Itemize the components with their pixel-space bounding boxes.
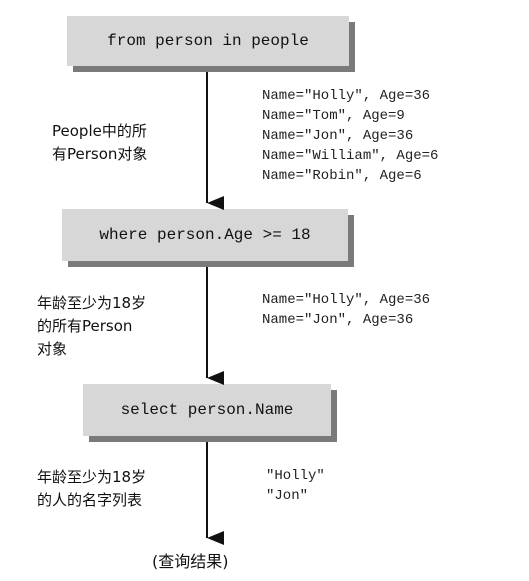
from-clause-text: from person in people [107,32,309,50]
annotation-line: 对象 [37,340,68,358]
annotation-line: 的人的名字列表 [37,491,143,509]
data-item: Name="William", Age=6 [262,148,439,164]
annotation-adult-names: 年龄至少为18岁 的人的名字列表 [37,466,146,512]
annotation-line: 年龄至少为18岁 [37,294,147,312]
data-item: Name="Holly", Age=36 [262,88,431,104]
data-item: Name="Jon", Age=36 [262,312,414,328]
annotation-line: 的所有Person [37,317,133,335]
data-item: Name="Robin", Age=6 [262,168,422,184]
select-clause-text: select person.Name [120,401,294,419]
annotation-adults: 年龄至少为18岁 的所有Person 对象 [37,292,146,361]
where-clause-text: where person.Age >= 18 [99,226,311,244]
annotation-line: 年龄至少为18岁 [37,468,147,486]
annotation-all-people: People中的所 有Person对象 [52,120,147,166]
where-clause-box: where person.Age >= 18 [62,209,348,261]
data-item: Name="Tom", Age=9 [262,108,405,124]
annotation-line: 有Person对象 [52,145,148,163]
data-list-adults: Name="Holly", Age=36 Name="Jon", Age=36 [262,290,430,330]
data-list-adult-names: "Holly" "Jon" [266,466,325,506]
from-clause-box: from person in people [67,16,349,66]
annotation-line: People中的所 [52,122,147,140]
query-result-label: (查询结果) [152,552,229,571]
data-item: Name="Jon", Age=36 [262,128,414,144]
select-clause-box: select person.Name [83,384,331,436]
data-item: "Jon" [266,488,309,504]
data-item: "Holly" [266,468,325,484]
data-item: Name="Holly", Age=36 [262,292,431,308]
data-list-all-people: Name="Holly", Age=36 Name="Tom", Age=9 N… [262,86,438,186]
